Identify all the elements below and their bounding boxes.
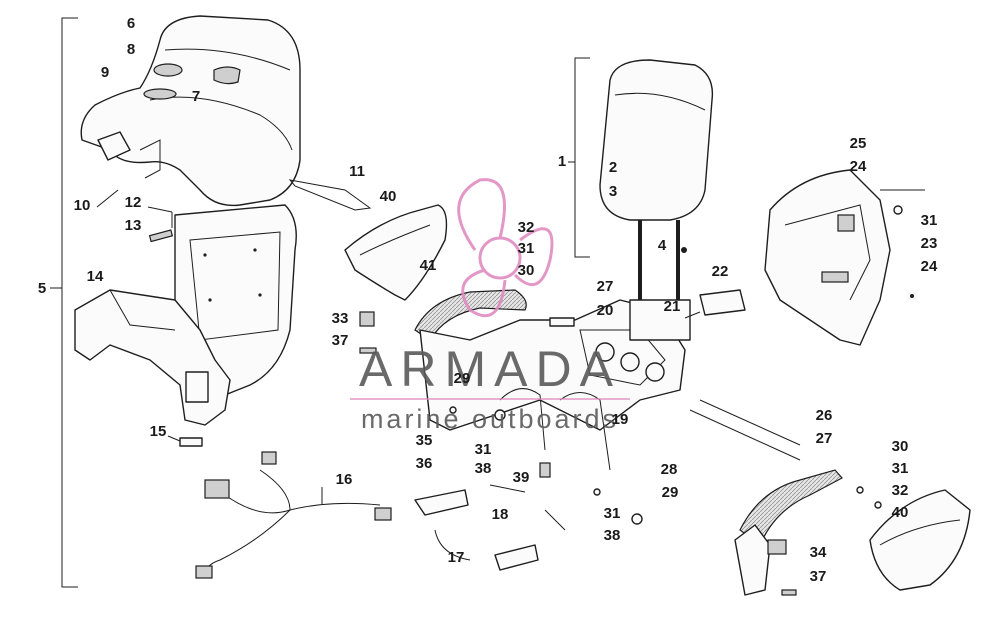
callout-c20: 20 [597,302,614,319]
callout-c38b: 38 [604,527,621,544]
bracket-22 [699,289,746,316]
seat-hardware [96,189,174,243]
callout-c40a: 40 [380,188,397,205]
callout-c4: 4 [658,237,667,254]
deflector-40-right [869,489,971,591]
callout-c14: 14 [87,268,104,285]
callout-c28: 28 [661,461,678,478]
seat-base [74,204,297,447]
callout-c31b: 31 [475,441,492,458]
group-bracket-5 [50,17,78,588]
callout-c30a: 30 [518,262,535,279]
watermark-brand: ARMADA [359,341,621,397]
callout-c17: 17 [448,549,465,566]
callout-c40b: 40 [892,504,909,521]
callout-c1: 1 [558,153,566,170]
callout-c12: 12 [125,194,142,211]
screw-4 [681,247,687,253]
callout-c26: 26 [816,407,833,424]
callout-c18: 18 [492,506,509,523]
callout-c32b: 32 [892,482,909,499]
callout-c25: 25 [850,135,867,152]
fastener-markers [359,311,882,596]
group-bracket-1 [568,57,590,258]
screw-37b [781,589,797,596]
callout-c7: 7 [192,88,200,105]
callout-c29a: 29 [454,370,471,387]
watermark-tagline: marine outboards [361,404,619,434]
deflector-40-left [344,204,448,301]
harness-connector-a [204,479,230,499]
callout-c31c: 31 [604,505,621,522]
callout-c29b: 29 [662,484,679,501]
callout-c39: 39 [513,469,530,486]
callout-c30b: 30 [892,438,909,455]
callout-c6: 6 [127,15,135,32]
seat-handle-7 [213,66,241,85]
wiring-harness-16 [195,451,392,579]
brackets-17-18 [414,484,566,571]
harness-connector-b [261,451,277,465]
harness-connector-d [195,565,213,579]
callout-c27a: 27 [597,278,614,295]
switch-34 [767,539,787,555]
seat-badge-8 [153,63,183,77]
callout-c13: 13 [125,217,142,234]
grab-handle-30 [414,289,527,341]
callout-c21: 21 [664,298,681,315]
switch-33 [359,311,375,327]
callout-c5: 5 [38,280,46,297]
callout-c2: 2 [609,159,617,176]
tether-cable-11 [288,179,372,211]
callout-c24a: 24 [850,158,867,175]
callout-c36: 36 [416,455,433,472]
callout-c23: 23 [921,235,938,252]
watermark: ARMADA marine outboards [350,178,630,434]
pin-27a [549,317,575,327]
callout-c31d: 31 [921,212,938,229]
callout-c15: 15 [150,423,167,440]
callout-c31e: 31 [892,460,909,477]
callout-c27b: 27 [816,430,833,447]
propeller-logo [457,178,554,318]
callout-c16: 16 [336,471,353,488]
callout-c41: 41 [420,257,437,274]
callout-c11: 11 [349,163,365,180]
callout-c31a: 31 [518,240,535,257]
callout-c35: 35 [416,432,433,449]
backrest-pad [599,59,714,341]
callout-c32a: 32 [518,219,535,236]
seat-cushion [80,15,301,207]
callout-c33: 33 [332,310,349,327]
callout-c34: 34 [810,544,827,561]
callout-c19: 19 [612,411,629,428]
right-side-assembly [689,399,971,596]
callout-c3: 3 [609,183,617,200]
screw-37a [359,347,377,354]
callout-c37a: 37 [332,332,349,349]
harness-connector-c [374,507,392,521]
callout-c10: 10 [74,197,91,214]
clip-13 [148,229,174,243]
callout-c22: 22 [712,263,729,280]
callout-c37b: 37 [810,568,827,585]
callout-c8: 8 [127,41,135,58]
grab-handle-30b [739,469,843,546]
seat-latch [185,371,209,403]
seat-badge-9 [143,88,177,100]
plug-39 [539,462,551,478]
backrest-shell-23 [684,169,925,346]
callout-c24b: 24 [921,258,938,275]
callout-c9: 9 [101,64,109,81]
latch-plate-15 [179,437,203,447]
callout-c38a: 38 [475,460,492,477]
